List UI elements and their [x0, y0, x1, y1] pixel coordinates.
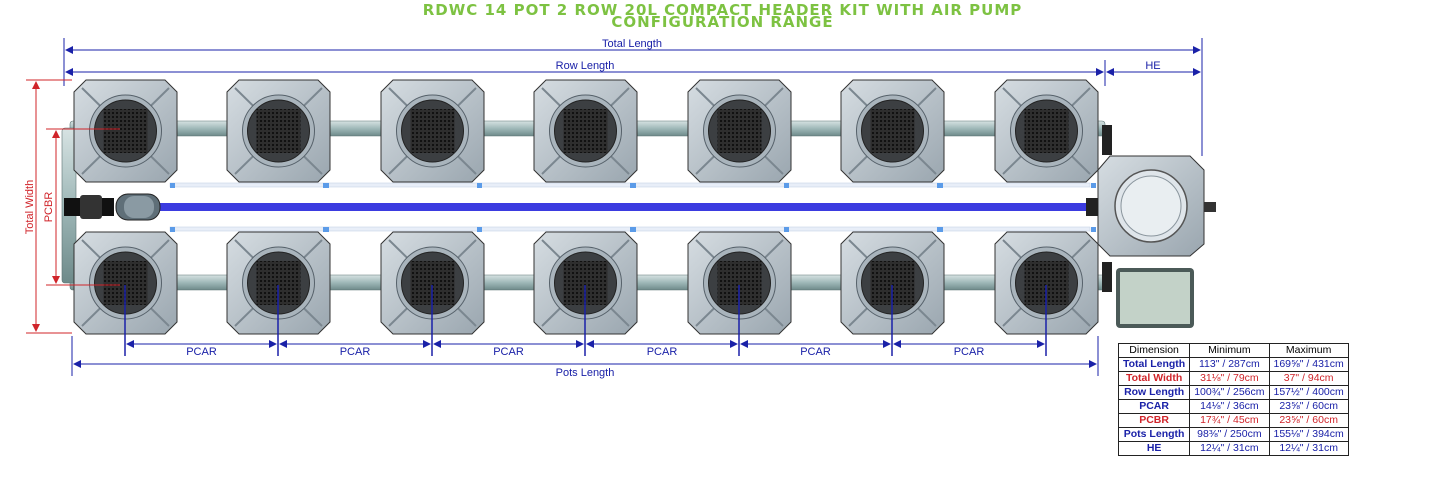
label-row-length: Row Length [556, 60, 615, 72]
connector-icon [937, 183, 942, 188]
pots-group [70, 79, 1099, 335]
label-pcar: PCAR [340, 346, 371, 358]
connector-icon [323, 227, 328, 232]
connector-icon [630, 183, 635, 188]
pot-icon [226, 231, 331, 335]
dimension-max: 23⅝" / 60cm [1268, 399, 1349, 414]
diagram-title-line2: CONFIGURATION RANGE [611, 13, 834, 31]
label-pots-length: Pots Length [556, 367, 615, 379]
connector-icon [630, 227, 635, 232]
dimension-label: HE [1117, 441, 1191, 456]
dimension-max: 155⅛" / 394cm [1268, 427, 1349, 442]
connector-icon [477, 227, 482, 232]
diagram-title-line1: RDWC 14 POT 2 ROW 20L COMPACT HEADER KIT… [422, 1, 1023, 19]
label-total-length: Total Length [602, 38, 662, 50]
pot-icon [687, 79, 792, 183]
label-pcar: PCAR [800, 346, 831, 358]
connector-icon [937, 227, 942, 232]
pot-icon [840, 79, 945, 183]
connector-icon [477, 183, 482, 188]
air-pump-icon [64, 193, 161, 221]
pot-icon [533, 79, 638, 183]
pcar-dimension-lines [124, 285, 1047, 356]
dimension-min: 17¾" / 45cm [1189, 413, 1270, 428]
dimension-max: 23⅝" / 60cm [1268, 413, 1349, 428]
connector-icon [170, 183, 175, 188]
dimension-min: 31⅛" / 79cm [1189, 371, 1270, 386]
dimension-label: Total Length [1117, 357, 1191, 372]
label-pcar: PCAR [186, 346, 217, 358]
dimension-max: 157½" / 400cm [1268, 385, 1349, 400]
label-pcbr: PCBR [43, 192, 55, 223]
pot-icon [73, 79, 178, 183]
label-pcar: PCAR [954, 346, 985, 358]
label-total-width: Total Width [24, 180, 36, 234]
header-maximum: Maximum [1268, 343, 1349, 358]
air-line [150, 203, 1095, 211]
dimension-label: PCAR [1117, 399, 1191, 414]
dimension-min: 100¾" / 256cm [1189, 385, 1270, 400]
header-dimension: Dimension [1117, 343, 1191, 358]
dimension-lines [26, 38, 1203, 376]
header-tank [1086, 155, 1216, 257]
connector-icon [784, 183, 789, 188]
connector-icon [1091, 183, 1096, 188]
controller-box [1116, 268, 1194, 328]
dimension-max: 169⅝" / 431cm [1268, 357, 1349, 372]
connector-icon [1091, 227, 1096, 232]
pot-icon [380, 79, 485, 183]
connector-icon [784, 227, 789, 232]
dimension-label: Total Width [1117, 371, 1191, 386]
dimension-max: 12¼" / 31cm [1268, 441, 1349, 456]
dimension-label: PCBR [1117, 413, 1191, 428]
pot-icon [994, 79, 1099, 183]
pot-icon [226, 79, 331, 183]
pot-icon [687, 231, 792, 335]
dimension-label: Row Length [1117, 385, 1191, 400]
label-he: HE [1145, 60, 1160, 72]
pot-icon [73, 231, 178, 335]
connector-icon [170, 227, 175, 232]
dimension-max: 37" / 94cm [1268, 371, 1349, 386]
pot-icon [994, 231, 1099, 335]
pot-icon [533, 231, 638, 335]
dimension-table-header: Dimension Minimum Maximum [1117, 343, 1349, 358]
dimension-min: 12¼" / 31cm [1189, 441, 1270, 456]
dimension-label: Pots Length [1117, 427, 1191, 442]
header-minimum: Minimum [1189, 343, 1270, 358]
dimension-min: 14⅛" / 36cm [1189, 399, 1270, 414]
label-pcar: PCAR [647, 346, 678, 358]
dimension-min: 113" / 287cm [1189, 357, 1270, 372]
label-pcar: PCAR [493, 346, 524, 358]
dimension-min: 98⅜" / 250cm [1189, 427, 1270, 442]
connector-icon [323, 183, 328, 188]
